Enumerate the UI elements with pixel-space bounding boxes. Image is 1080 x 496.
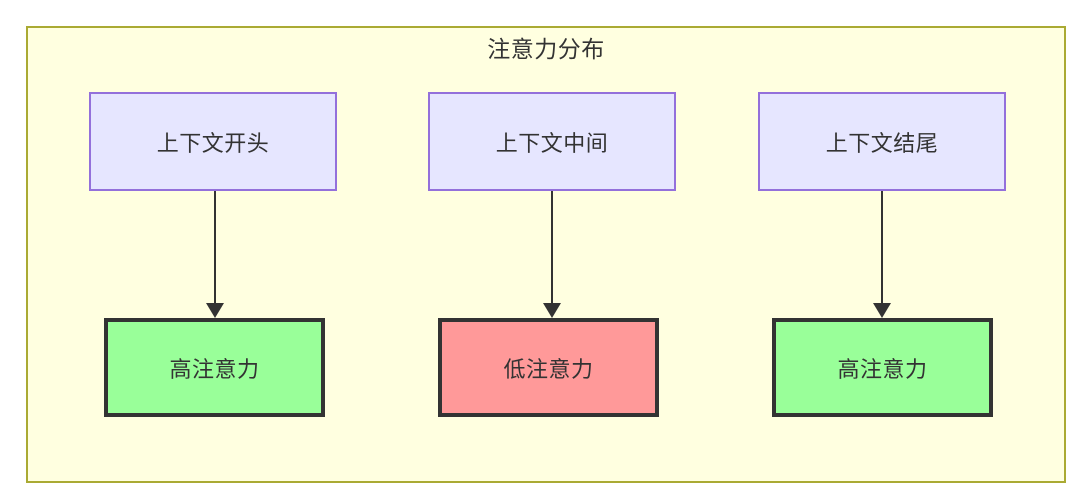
edge-context-start-arrowhead-icon <box>206 303 224 318</box>
diagram-title: 注意力分布 <box>487 36 605 62</box>
node-context-end-label: 上下文结尾 <box>825 130 939 156</box>
edge-context-start-to-high-attention <box>214 191 216 307</box>
edge-context-end-arrowhead-icon <box>873 303 891 318</box>
edge-context-end-to-high-attention <box>881 191 883 307</box>
node-context-middle[interactable]: 上下文中间 <box>428 92 676 191</box>
node-high-attention-end-label: 高注意力 <box>837 356 928 382</box>
node-context-end[interactable]: 上下文结尾 <box>758 92 1006 191</box>
edge-context-middle-arrowhead-icon <box>543 303 561 318</box>
node-low-attention-middle-label: 低注意力 <box>503 356 594 382</box>
node-context-middle-label: 上下文中间 <box>495 130 609 156</box>
node-high-attention-start-label: 高注意力 <box>169 356 260 382</box>
node-context-start[interactable]: 上下文开头 <box>89 92 337 191</box>
edge-context-middle-to-low-attention <box>551 191 553 307</box>
node-context-start-label: 上下文开头 <box>156 130 270 156</box>
node-high-attention-start[interactable]: 高注意力 <box>104 318 325 417</box>
node-low-attention-middle[interactable]: 低注意力 <box>438 318 659 417</box>
node-high-attention-end[interactable]: 高注意力 <box>772 318 993 417</box>
